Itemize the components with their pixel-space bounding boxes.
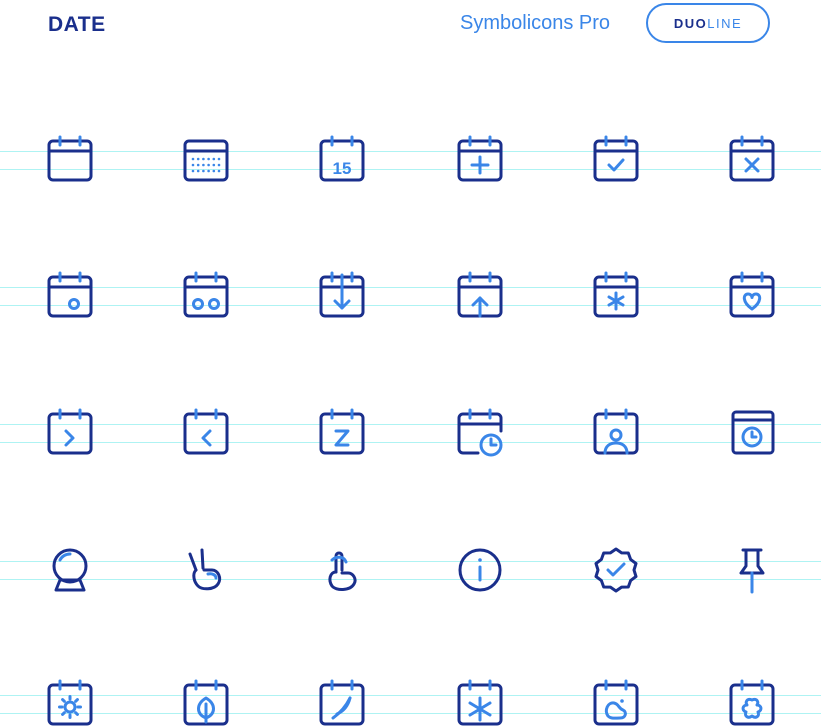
calendar-blob-icon[interactable] [592,679,640,728]
calendar-download-icon[interactable] [318,271,366,320]
crossed-fingers-icon[interactable] [318,546,366,594]
calendar-snowflake-icon[interactable] [456,679,504,728]
calendar-add-icon[interactable] [456,135,504,184]
svg-text:15: 15 [333,159,352,178]
calendar-flower-icon[interactable] [728,679,776,728]
guide-line [0,442,821,443]
calendar-user-icon[interactable] [592,408,640,457]
brand-name: Symbolicons Pro [460,12,611,34]
calendar-book-icon[interactable] [728,409,776,457]
page-title: DATE [48,13,106,36]
calendar-star-icon[interactable] [592,271,640,320]
style-badge-bold-text: DUO [673,15,708,31]
calendar-icon[interactable] [46,135,94,184]
badge-check-icon[interactable] [592,546,640,594]
guide-line [0,695,821,696]
calendar-previous-icon[interactable] [182,408,230,457]
crystal-ball-icon[interactable] [46,546,94,594]
calendar-upload-icon[interactable] [456,271,504,320]
victory-hand-icon[interactable] [182,546,230,594]
guide-line [0,169,821,170]
guide-line [0,305,821,306]
calendar-next-icon[interactable] [46,408,94,457]
calendar-z-icon[interactable] [318,408,366,457]
guide-line [0,561,821,562]
push-pin-icon[interactable] [728,546,776,594]
style-badge-light-text: LINE [707,15,743,31]
info-icon[interactable] [456,546,504,594]
calendar-heart-icon[interactable] [728,271,776,320]
calendar-event-icon[interactable] [46,271,94,320]
guide-line [0,579,821,580]
calendar-feather-icon[interactable] [318,679,366,728]
calendar-leaf-icon[interactable] [182,679,230,728]
calendar-remove-icon[interactable] [728,135,776,184]
guide-line [0,713,821,714]
guide-line [0,424,821,425]
guide-line [0,287,821,288]
calendar-15-icon[interactable]: 15 [318,135,366,184]
calendar-sun-icon[interactable] [46,679,94,728]
calendar-grid-icon[interactable] [182,136,230,184]
calendar-check-icon[interactable] [592,135,640,184]
guide-line [0,151,821,152]
calendar-two-events-icon[interactable] [182,271,230,320]
calendar-clock-icon[interactable] [456,408,504,457]
